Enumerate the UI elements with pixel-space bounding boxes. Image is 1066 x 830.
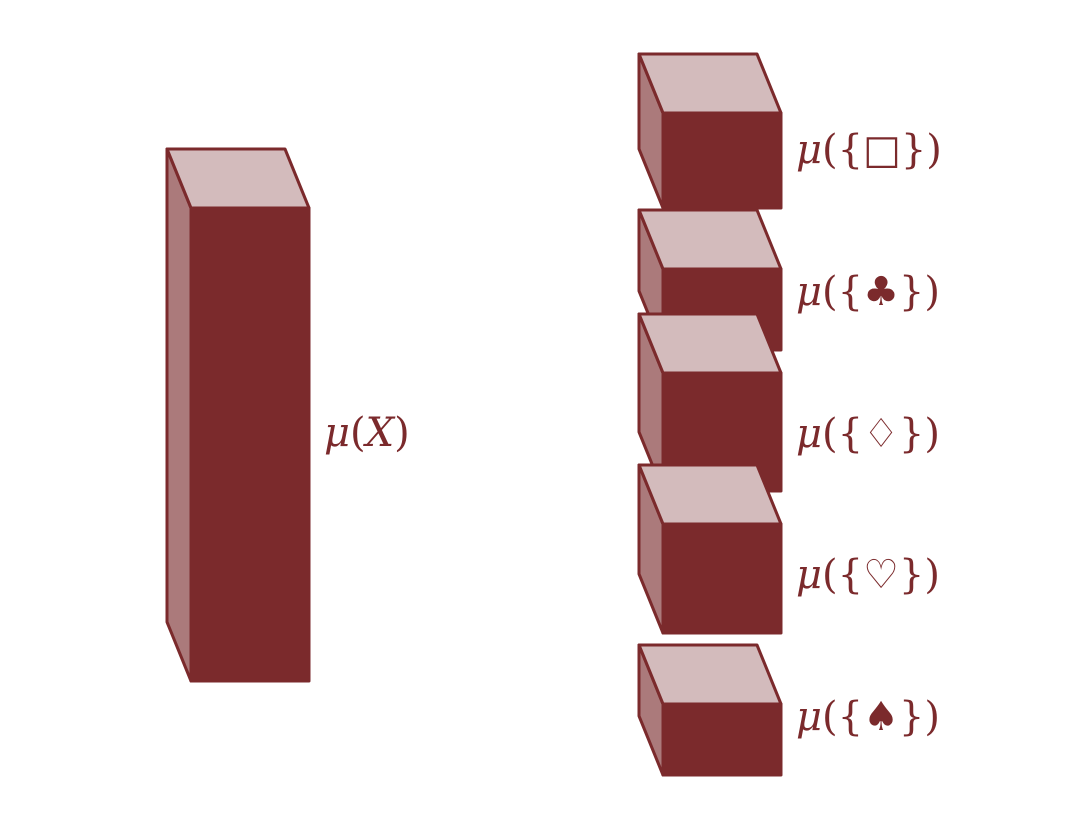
square-icon: □ xyxy=(863,127,901,173)
diamond-outline-icon: ♢ xyxy=(863,411,899,457)
part-label-heart: μ({♡}) xyxy=(796,552,940,598)
whole-set-block xyxy=(165,147,311,683)
spade-icon: ♠ xyxy=(863,694,899,740)
part-block-top xyxy=(637,312,783,375)
part-label-square: μ({□}) xyxy=(796,127,942,173)
part-block xyxy=(637,643,783,777)
whole-block-front xyxy=(189,206,311,683)
whole-block-side xyxy=(165,147,193,683)
part-block-top xyxy=(637,463,783,526)
part-block xyxy=(637,52,783,210)
part-block-top xyxy=(637,52,783,115)
part-block-front xyxy=(661,111,783,210)
whole-block-top xyxy=(165,147,311,210)
part-block-front xyxy=(661,702,783,777)
part-block-front xyxy=(661,522,783,635)
part-label-diamond: μ({♢}) xyxy=(796,411,940,457)
heart-outline-icon: ♡ xyxy=(863,552,899,598)
part-label-spade: μ({♠}) xyxy=(796,694,940,740)
whole-set-label: μ(X) xyxy=(324,410,410,456)
part-label-club: μ({♣}) xyxy=(796,269,940,315)
part-block xyxy=(637,463,783,635)
club-icon: ♣ xyxy=(863,269,899,315)
part-block-top xyxy=(637,643,783,706)
part-block-top xyxy=(637,208,783,271)
